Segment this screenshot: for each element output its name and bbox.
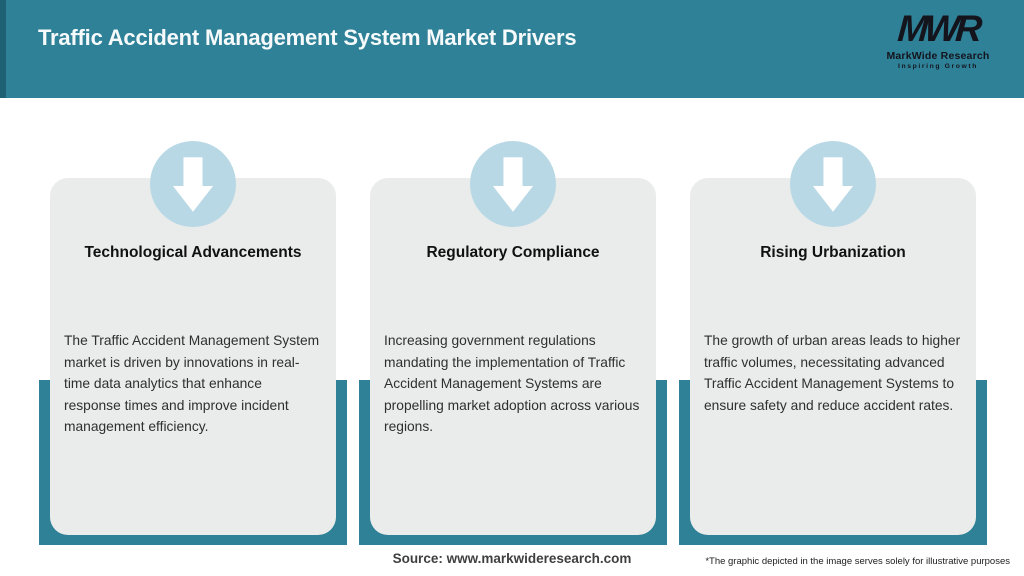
driver-card-technological-advancements: Technological Advancements The Traffic A…: [39, 141, 347, 545]
arrow-down-icon: [172, 155, 214, 213]
card: Regulatory Compliance Increasing governm…: [370, 178, 656, 535]
card-description: The growth of urban areas leads to highe…: [704, 333, 961, 413]
card-description: The Traffic Accident Management System m…: [64, 333, 320, 434]
icon-circle: [150, 141, 236, 227]
source-text: Source: www.markwideresearch.com: [392, 551, 632, 566]
driver-card-rising-urbanization: Rising Urbanization The growth of urban …: [679, 141, 987, 545]
card: Rising Urbanization The growth of urban …: [690, 178, 976, 535]
driver-card-regulatory-compliance: Regulatory Compliance Increasing governm…: [359, 141, 667, 545]
markwide-logo: MWR MarkWide Research Inspiring Growth: [868, 8, 1008, 71]
arrow-down-icon: [812, 155, 854, 213]
header-bar: Traffic Accident Management System Marke…: [0, 0, 1024, 98]
disclaimer-text: *The graphic depicted in the image serve…: [705, 556, 1010, 567]
card-title: Regulatory Compliance: [426, 244, 600, 261]
icon-circle: [790, 141, 876, 227]
arrow-down-icon: [492, 155, 534, 213]
header-left-edge: [0, 0, 6, 98]
logo-name: MarkWide Research: [886, 50, 990, 62]
page-title: Traffic Accident Management System Marke…: [38, 25, 577, 50]
card-title: Technological Advancements: [84, 244, 302, 261]
logo-tagline: Inspiring Growth: [898, 63, 978, 70]
logo-mark: MWR: [896, 8, 980, 49]
card-title: Rising Urbanization: [760, 244, 906, 261]
icon-circle: [470, 141, 556, 227]
card-description: Increasing government regulations mandat…: [384, 333, 640, 434]
card: Technological Advancements The Traffic A…: [50, 178, 336, 535]
